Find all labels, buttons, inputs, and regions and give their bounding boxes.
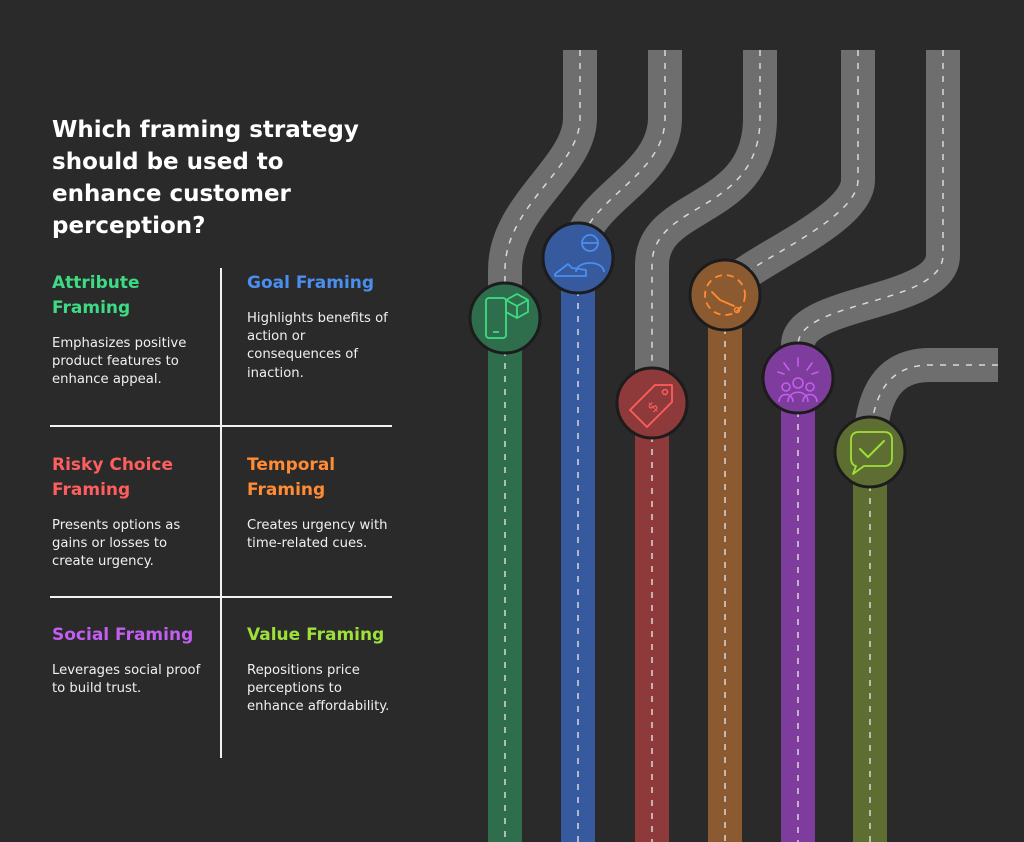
road-5: [781, 50, 960, 380]
group-celebration-icon: [761, 341, 835, 415]
lane-social: [781, 378, 815, 842]
lane-attribute: [488, 318, 522, 842]
chat-check-icon: [833, 415, 907, 489]
road-3: [635, 50, 777, 405]
strategy-description: Presents options as gains or losses to c…: [52, 518, 181, 570]
strategy-title: Value Framing: [247, 625, 385, 645]
smartphone-box-icon: [468, 281, 542, 355]
strategy-card-temporal: Temporal Framing Creates urgency with ti…: [247, 453, 392, 553]
strategy-card-value: Value Framing Repositions price percepti…: [247, 623, 392, 717]
strategy-title: Temporal Framing: [247, 455, 336, 500]
page-title: Which framing strategy should be used to…: [52, 117, 359, 239]
strategy-description: Emphasizes positive product features to …: [52, 336, 187, 388]
price-tag-icon: $: [615, 366, 689, 440]
strategy-title: Risky Choice Framing: [52, 455, 174, 500]
lane-value: [853, 452, 887, 842]
timer-icon: [688, 258, 762, 332]
strategy-description: Leverages social proof to build trust.: [52, 663, 201, 697]
lane-goal: [561, 258, 595, 842]
strategy-title: Goal Framing: [247, 273, 375, 293]
strategy-title: Attribute Framing: [52, 273, 140, 318]
grid-divider-vertical: [220, 268, 222, 758]
strategy-card-goal: Goal Framing Highlights benefits of acti…: [247, 271, 392, 383]
strategy-title: Social Framing: [52, 625, 194, 645]
grid-divider-horizontal: [50, 596, 392, 598]
lane-temporal: [708, 295, 742, 842]
strategy-card-risky-choice: Risky Choice Framing Presents options as…: [52, 453, 202, 572]
road-1: [488, 50, 597, 320]
strategy-description: Highlights benefits of action or consequ…: [247, 311, 388, 381]
grid-divider-horizontal: [50, 425, 392, 427]
strategy-card-attribute: Attribute Framing Emphasizes positive pr…: [52, 271, 202, 390]
strategy-card-social: Social Framing Leverages social proof to…: [52, 623, 202, 698]
person-shoe-icon: [541, 221, 615, 295]
lane-risky-choice: [635, 403, 669, 842]
strategy-description: Creates urgency with time-related cues.: [247, 518, 388, 552]
strategy-description: Repositions price perceptions to enhance…: [247, 663, 390, 715]
strategy-grid: Attribute Framing Emphasizes positive pr…: [50, 268, 392, 758]
